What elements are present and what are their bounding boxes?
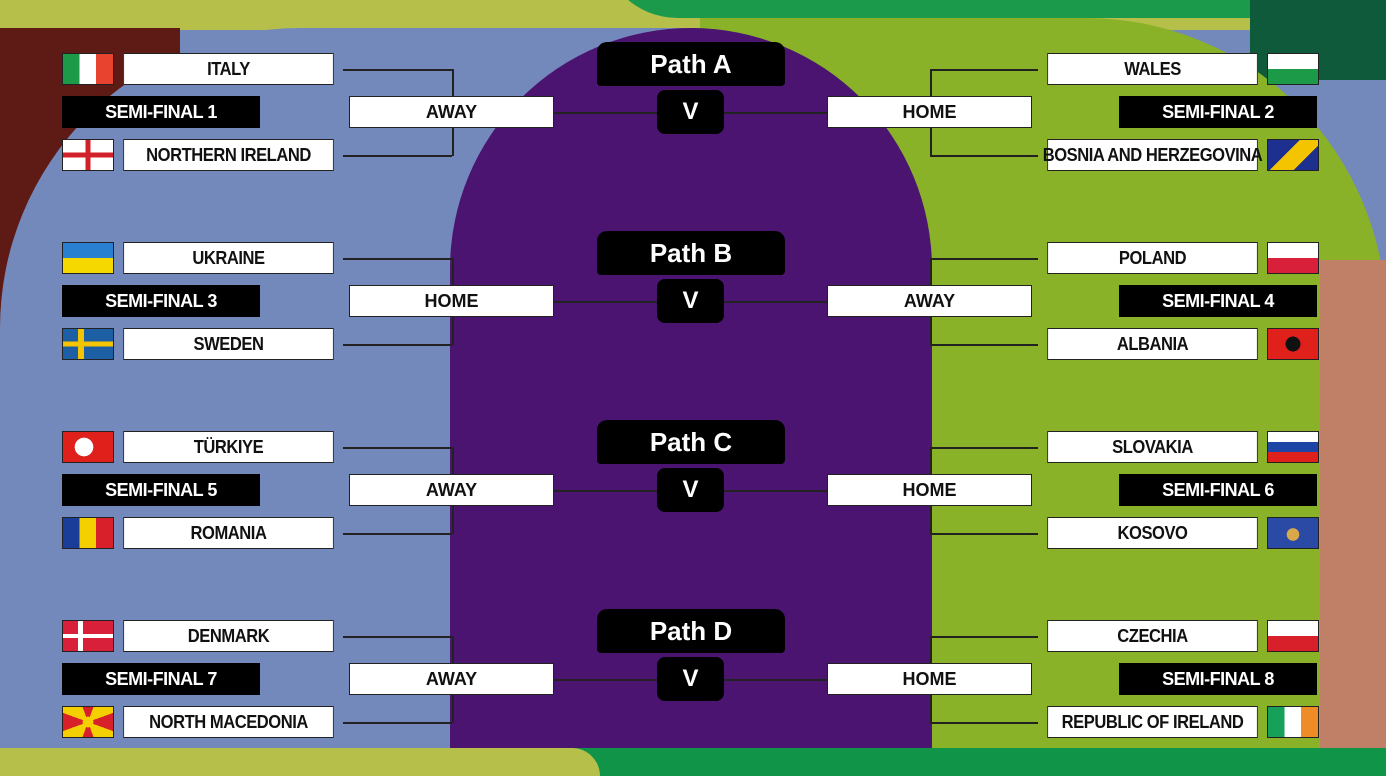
connector-line — [930, 155, 1038, 157]
right-venue-home: HOME — [827, 96, 1032, 128]
team-italy: ITALY — [123, 53, 334, 85]
connector-line — [343, 447, 452, 449]
slovakia-flag-icon — [1267, 431, 1319, 463]
wales-flag-icon — [1267, 53, 1319, 85]
team-slovakia: SLOVAKIA — [1047, 431, 1258, 463]
north-macedonia-flag-icon — [62, 706, 114, 738]
connector-line — [724, 112, 827, 114]
connector-line — [930, 636, 1038, 638]
left-venue-away: AWAY — [349, 474, 554, 506]
connector-line — [554, 112, 657, 114]
connector-line — [724, 490, 827, 492]
connector-line — [343, 636, 452, 638]
team-denmark: DENMARK — [123, 620, 334, 652]
romania-flag-icon — [62, 517, 114, 549]
semi-final-label: SEMI-FINAL 3 — [62, 285, 260, 317]
path-d-label: Path D — [597, 609, 785, 653]
background-top-green — [600, 0, 1360, 18]
team-bosnia: BOSNIA AND HERZEGOVINA — [1043, 139, 1263, 171]
connector-line — [554, 490, 657, 492]
connector-line — [343, 69, 452, 71]
connector-line — [930, 533, 1038, 535]
vs-badge: V — [657, 279, 724, 323]
albania-flag-icon — [1267, 328, 1319, 360]
team-turkiye: TÜRKIYE — [123, 431, 334, 463]
semi-final-label: SEMI-FINAL 7 — [62, 663, 260, 695]
right-venue-home: HOME — [827, 663, 1032, 695]
denmark-flag-icon — [62, 620, 114, 652]
team-romania: ROMANIA — [123, 517, 334, 549]
team-ukraine: UKRAINE — [123, 242, 334, 274]
bosnia-flag-icon — [1267, 139, 1319, 171]
connector-line — [930, 344, 1038, 346]
connector-line — [930, 69, 1038, 71]
connector-line — [930, 258, 1038, 260]
team-north-macedonia: NORTH MACEDONIA — [123, 706, 334, 738]
left-venue-away: AWAY — [349, 663, 554, 695]
team-kosovo: KOSOVO — [1047, 517, 1258, 549]
semi-final-label: SEMI-FINAL 5 — [62, 474, 260, 506]
ireland-flag-icon — [1267, 706, 1319, 738]
czechia-flag-icon — [1267, 620, 1319, 652]
italy-flag-icon — [62, 53, 114, 85]
path-b-label: Path B — [597, 231, 785, 275]
kosovo-flag-icon — [1267, 517, 1319, 549]
connector-line — [343, 344, 452, 346]
semi-final-label: SEMI-FINAL 8 — [1119, 663, 1317, 695]
team-albania: ALBANIA — [1047, 328, 1258, 360]
team-wales: WALES — [1047, 53, 1258, 85]
semi-final-label: SEMI-FINAL 1 — [62, 96, 260, 128]
path-a-label: Path A — [597, 42, 785, 86]
left-venue-home: HOME — [349, 285, 554, 317]
team-ireland: REPUBLIC OF IRELAND — [1047, 706, 1258, 738]
vs-badge: V — [657, 657, 724, 701]
northern-ireland-flag-icon — [62, 139, 114, 171]
connector-line — [343, 155, 452, 157]
ukraine-flag-icon — [62, 242, 114, 274]
connector-line — [343, 533, 452, 535]
team-poland: POLAND — [1047, 242, 1258, 274]
connector-line — [343, 258, 452, 260]
connector-line — [343, 722, 452, 724]
left-venue-away: AWAY — [349, 96, 554, 128]
connector-line — [930, 722, 1038, 724]
path-c-label: Path C — [597, 420, 785, 464]
semi-final-label: SEMI-FINAL 2 — [1119, 96, 1317, 128]
connector-line — [930, 447, 1038, 449]
vs-badge: V — [657, 468, 724, 512]
team-sweden: SWEDEN — [123, 328, 334, 360]
turkiye-flag-icon — [62, 431, 114, 463]
team-czechia: CZECHIA — [1047, 620, 1258, 652]
background-bottom-left — [0, 748, 600, 776]
right-venue-away: AWAY — [827, 285, 1032, 317]
right-venue-home: HOME — [827, 474, 1032, 506]
semi-final-label: SEMI-FINAL 6 — [1119, 474, 1317, 506]
team-northern-ireland: NORTHERN IRELAND — [123, 139, 334, 171]
connector-line — [724, 301, 827, 303]
connector-line — [554, 301, 657, 303]
sweden-flag-icon — [62, 328, 114, 360]
vs-badge: V — [657, 90, 724, 134]
connector-line — [724, 679, 827, 681]
poland-flag-icon — [1267, 242, 1319, 274]
background-salmon-right — [1320, 260, 1386, 750]
semi-final-label: SEMI-FINAL 4 — [1119, 285, 1317, 317]
connector-line — [554, 679, 657, 681]
